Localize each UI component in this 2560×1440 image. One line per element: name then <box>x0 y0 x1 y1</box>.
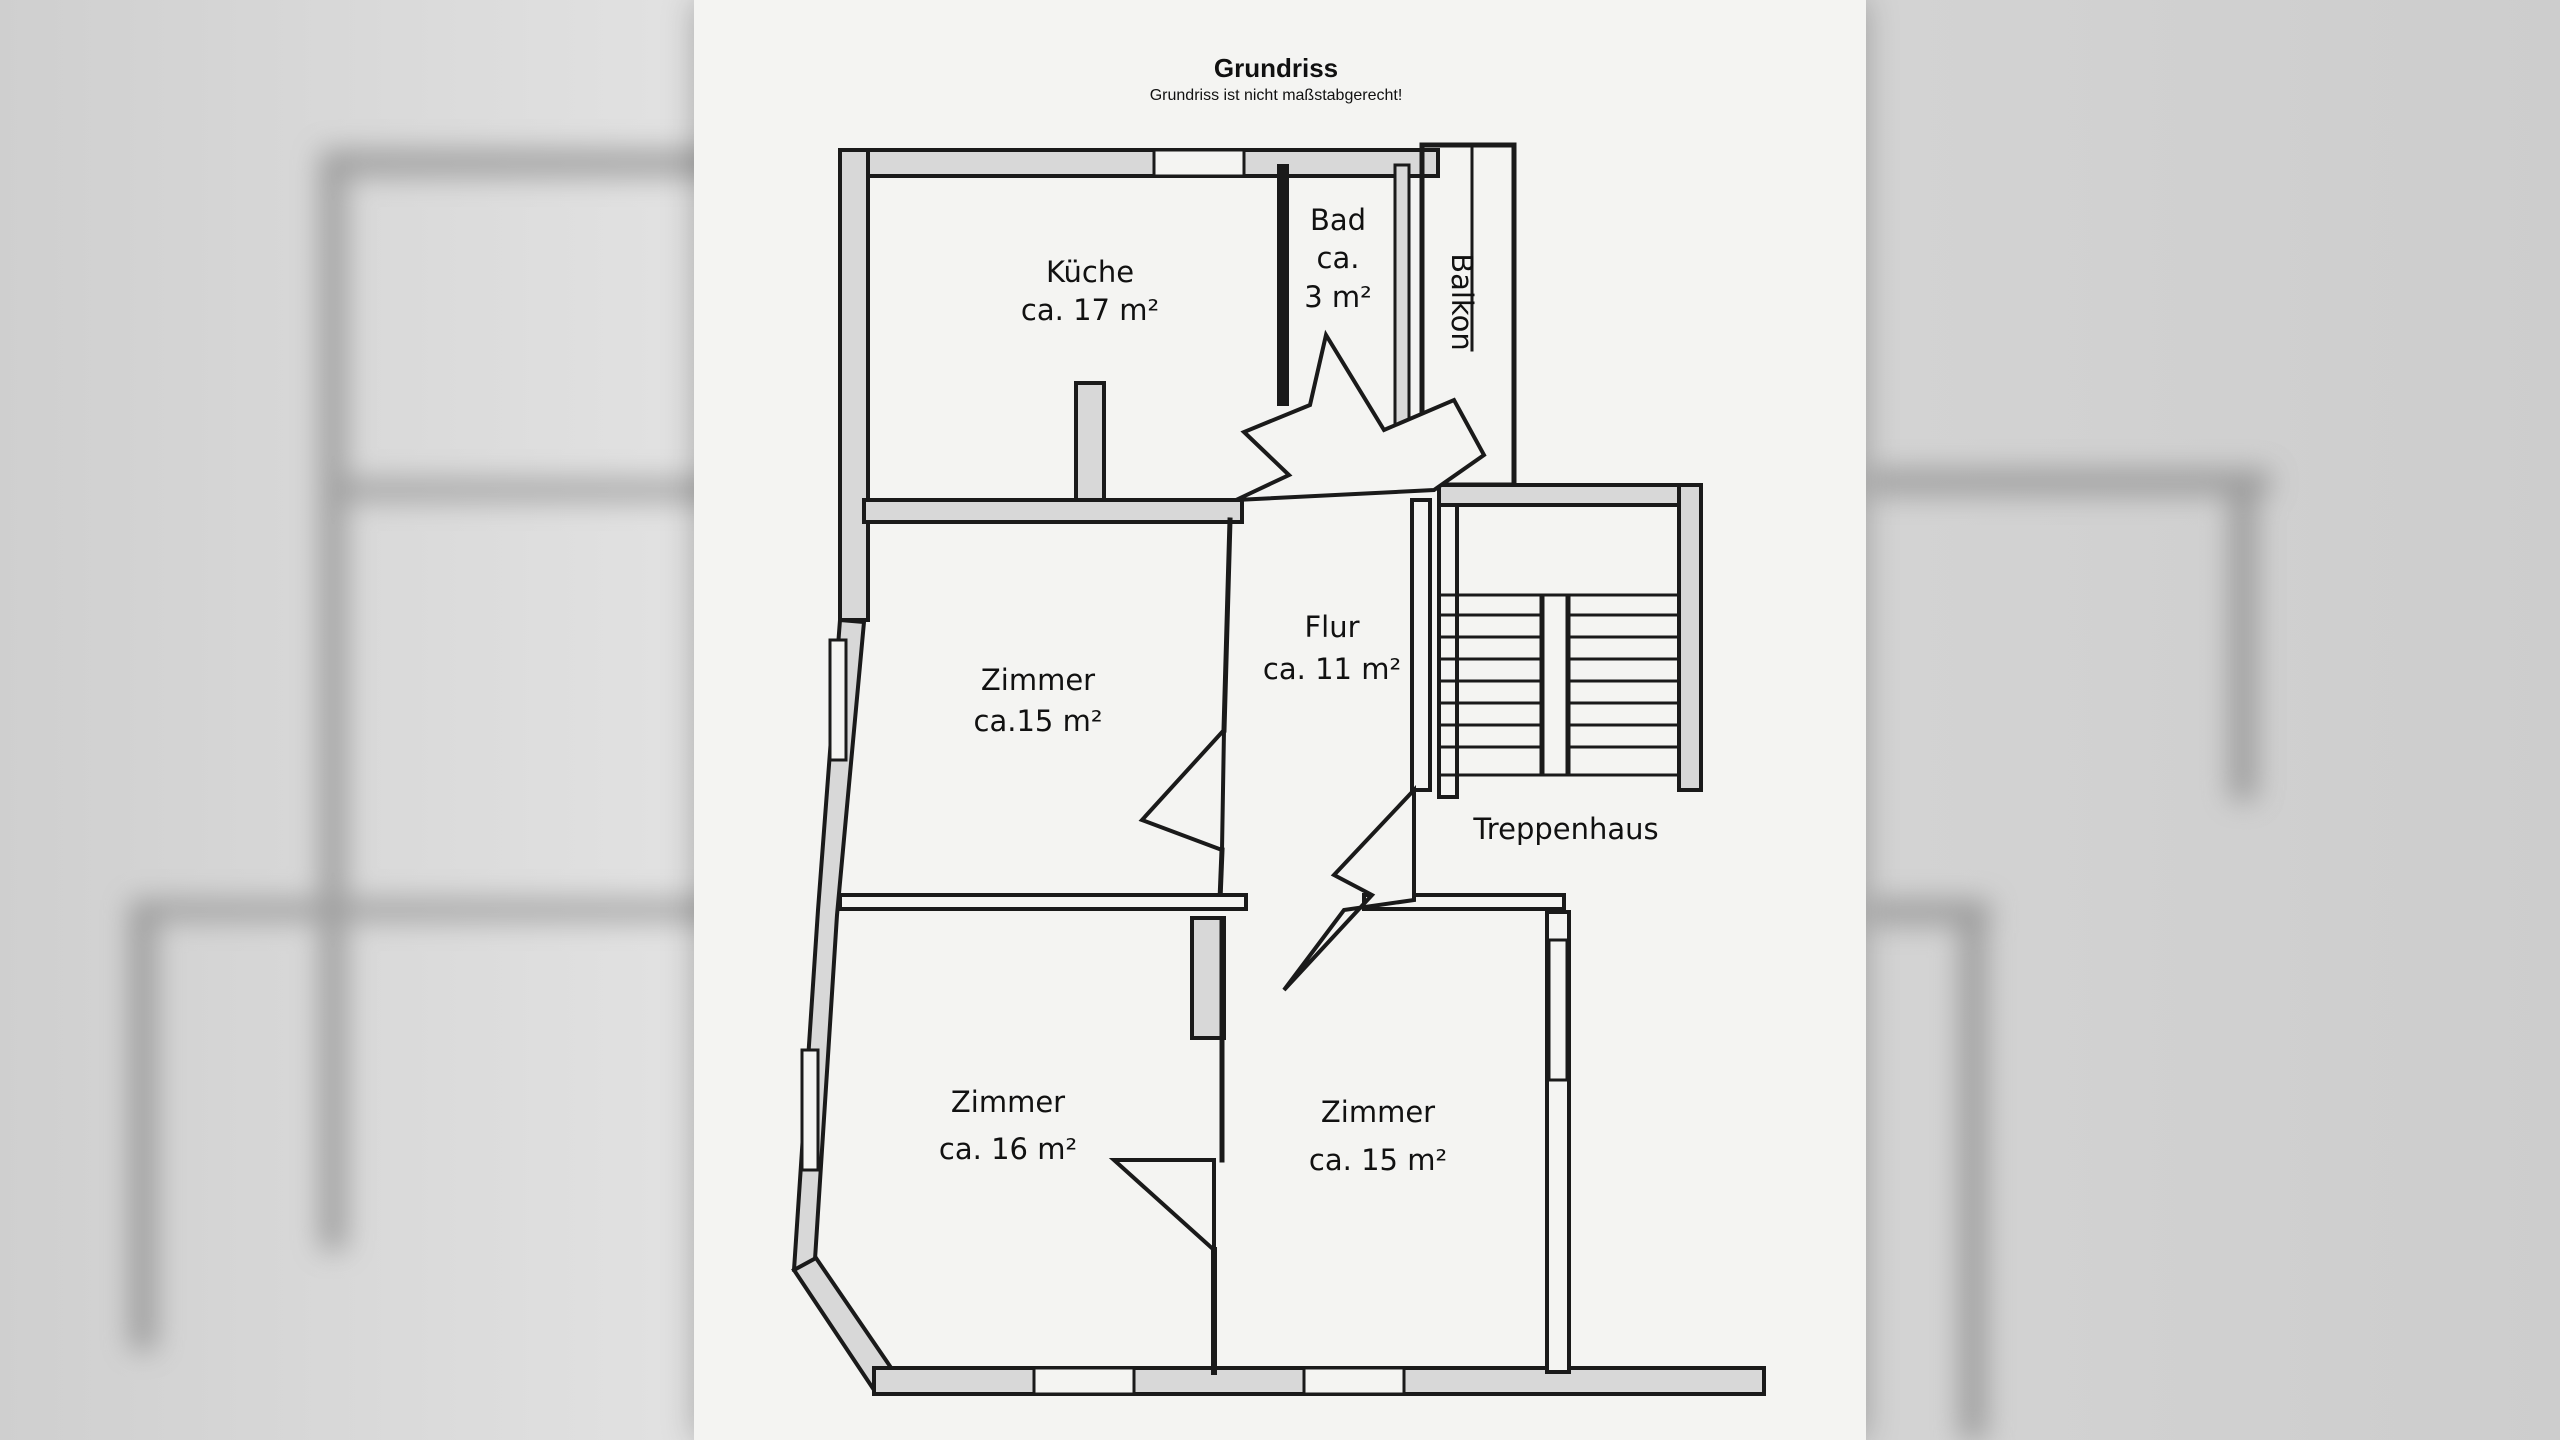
label-hall-area: ca. 11 m² <box>1263 652 1401 686</box>
label-kitchen-name: Küche <box>1046 255 1134 289</box>
label-lower-right-room-area: ca. 15 m² <box>1309 1143 1447 1177</box>
door-stairwell <box>1282 784 1416 992</box>
chimney <box>1074 381 1106 505</box>
door-kitchen-bath <box>1235 329 1487 502</box>
hall-east-wall <box>1410 498 1432 792</box>
label-lower-left-room-name: Zimmer <box>951 1085 1065 1119</box>
bath-east-wall <box>1393 163 1411 432</box>
north-wall <box>862 148 1440 178</box>
floor-plan-diagram: Grundriss Grundriss ist nicht maßstabger… <box>791 53 1766 1396</box>
kitchen-bath-partition <box>1277 164 1289 406</box>
stairs <box>1437 593 1681 777</box>
label-lower-left-room-area: ca. 16 m² <box>939 1132 1077 1166</box>
west-wall-upper <box>838 148 870 622</box>
label-bath-area-2: 3 m² <box>1304 280 1372 314</box>
door-openings <box>1108 329 1487 1255</box>
stairwell-east-wall <box>1677 483 1703 792</box>
plan-title: Grundriss <box>1214 53 1338 83</box>
label-hall-name: Flur <box>1304 610 1359 644</box>
label-kitchen-area: ca. 17 m² <box>1021 293 1159 327</box>
label-bath-name: Bad <box>1310 203 1366 237</box>
stairwell-west-wall <box>1437 503 1459 799</box>
kitchen-room-partition <box>862 498 1244 524</box>
label-balcony: Balkon <box>1445 253 1479 351</box>
label-middle-room-area: ca.15 m² <box>974 704 1103 738</box>
floor-plan-sheet: Grundriss Grundriss ist nicht maßstabger… <box>694 0 1866 1440</box>
label-middle-room-name: Zimmer <box>981 663 1095 697</box>
middle-room-south-wall <box>838 893 1248 911</box>
stairwell-north-wall <box>1437 483 1701 507</box>
chimney-lower <box>1190 916 1226 1040</box>
label-lower-right-room-name: Zimmer <box>1321 1095 1435 1129</box>
plan-subtitle: Grundriss ist nicht maßstabgerecht! <box>1150 87 1403 104</box>
walls <box>791 142 1766 1396</box>
door-lower-left-room <box>1108 1158 1216 1255</box>
label-bath-area-1: ca. <box>1317 241 1360 275</box>
label-stairwell: Treppenhaus <box>1472 812 1658 846</box>
door-middle-room <box>1138 724 1227 853</box>
